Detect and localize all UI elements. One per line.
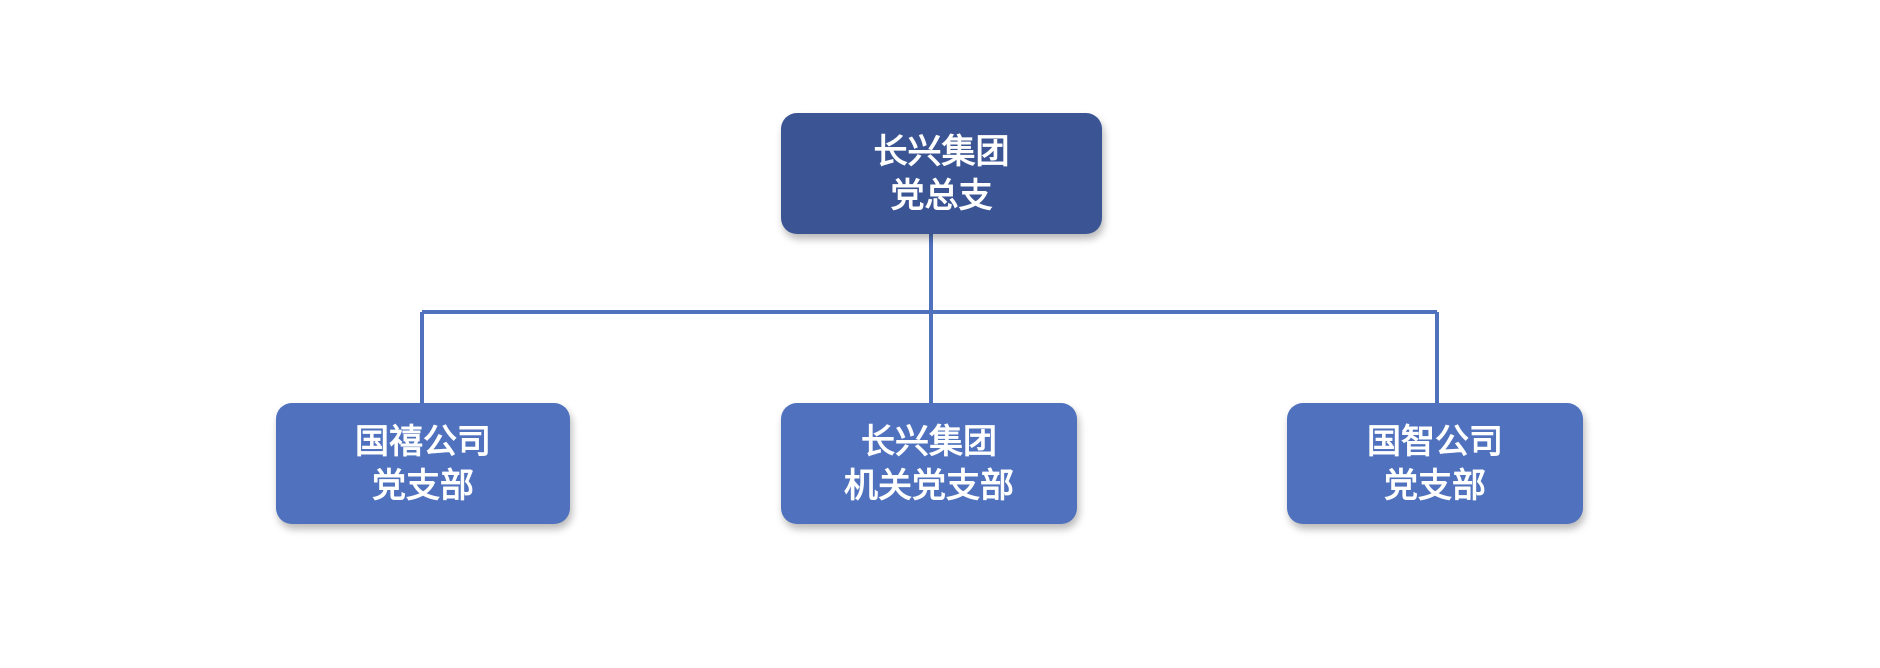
child-node-2-line-1: 长兴集团: [861, 421, 997, 462]
root-node-line-2: 党总支: [890, 175, 993, 216]
child-node-3-line-2: 党支部: [1384, 465, 1486, 506]
child-node-3[interactable]: 国智公司 党支部: [1287, 403, 1583, 524]
root-node[interactable]: 长兴集团 党总支: [781, 113, 1102, 234]
child-node-3-line-1: 国智公司: [1367, 421, 1503, 462]
child-node-2-line-2: 机关党支部: [844, 465, 1014, 506]
child-node-1-line-2: 党支部: [372, 465, 474, 506]
root-node-line-1: 长兴集团: [873, 131, 1010, 172]
child-node-2[interactable]: 长兴集团 机关党支部: [781, 403, 1077, 524]
child-node-1-line-1: 国禧公司: [355, 421, 491, 462]
child-node-1[interactable]: 国禧公司 党支部: [276, 403, 570, 524]
